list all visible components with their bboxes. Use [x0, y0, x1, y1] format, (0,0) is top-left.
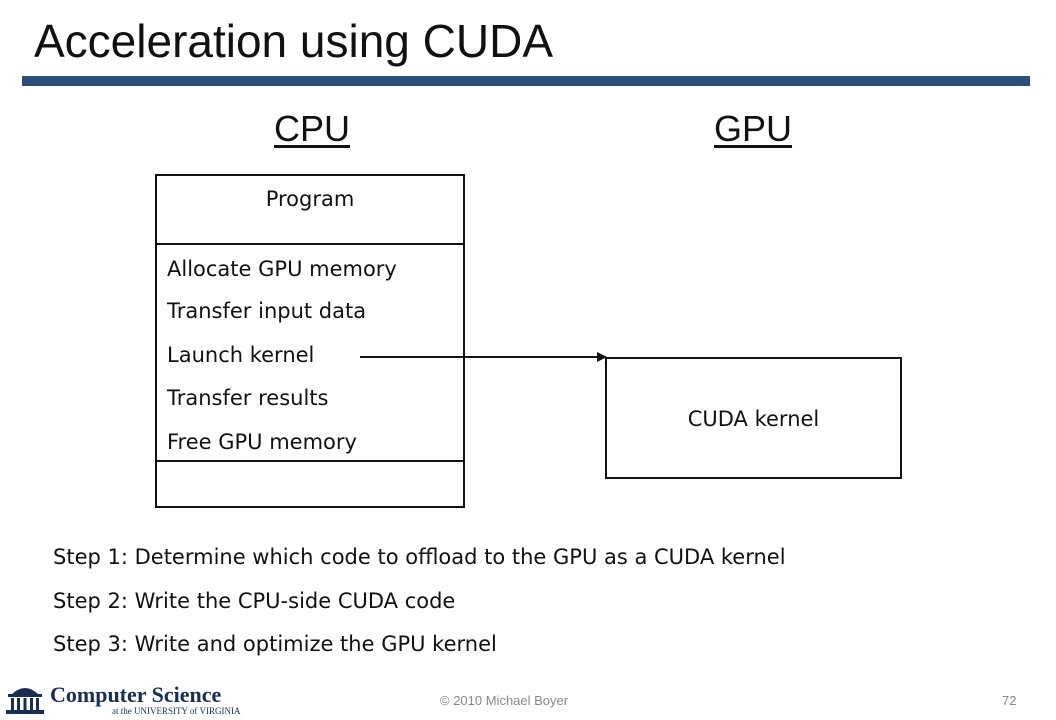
logo-subtitle: at the UNIVERSITY of VIRGINIA — [112, 706, 241, 716]
cuda-kernel-label: CUDA kernel — [687, 407, 820, 431]
logo-wordmark: Computer Science — [50, 682, 222, 707]
step-2: Step 2: Write the CPU-side CUDA code — [53, 589, 456, 613]
rotunda-icon — [6, 688, 44, 714]
program-label: Program — [265, 187, 355, 211]
step-1: Step 1: Determine which code to offload … — [53, 545, 786, 569]
cpu-heading: CPU — [274, 108, 351, 149]
page-number: 72 — [1002, 693, 1017, 708]
cpu-step-transfer-results: Transfer results — [167, 386, 329, 410]
title-underline-bar — [22, 76, 1030, 86]
cpu-step-free-memory: Free GPU memory — [167, 430, 357, 454]
cpu-step-transfer-input: Transfer input data — [167, 299, 367, 323]
step-3: Step 3: Write and optimize the GPU kerne… — [53, 632, 497, 656]
cpu-step-launch-kernel: Launch kernel — [167, 343, 321, 367]
cpu-program-box — [155, 174, 465, 508]
cpu-box-divider-bottom — [155, 460, 465, 462]
slide-title: Acceleration using CUDA — [34, 15, 554, 67]
cuda-kernel-box — [605, 357, 902, 479]
launch-kernel-label: Launch kernel — [167, 343, 321, 367]
cpu-step-allocate: Allocate GPU memory — [167, 257, 397, 281]
gpu-heading: GPU — [714, 108, 793, 149]
footer-copyright: © 2010 Michael Boyer — [440, 693, 569, 708]
cpu-box-divider-top — [155, 243, 465, 245]
